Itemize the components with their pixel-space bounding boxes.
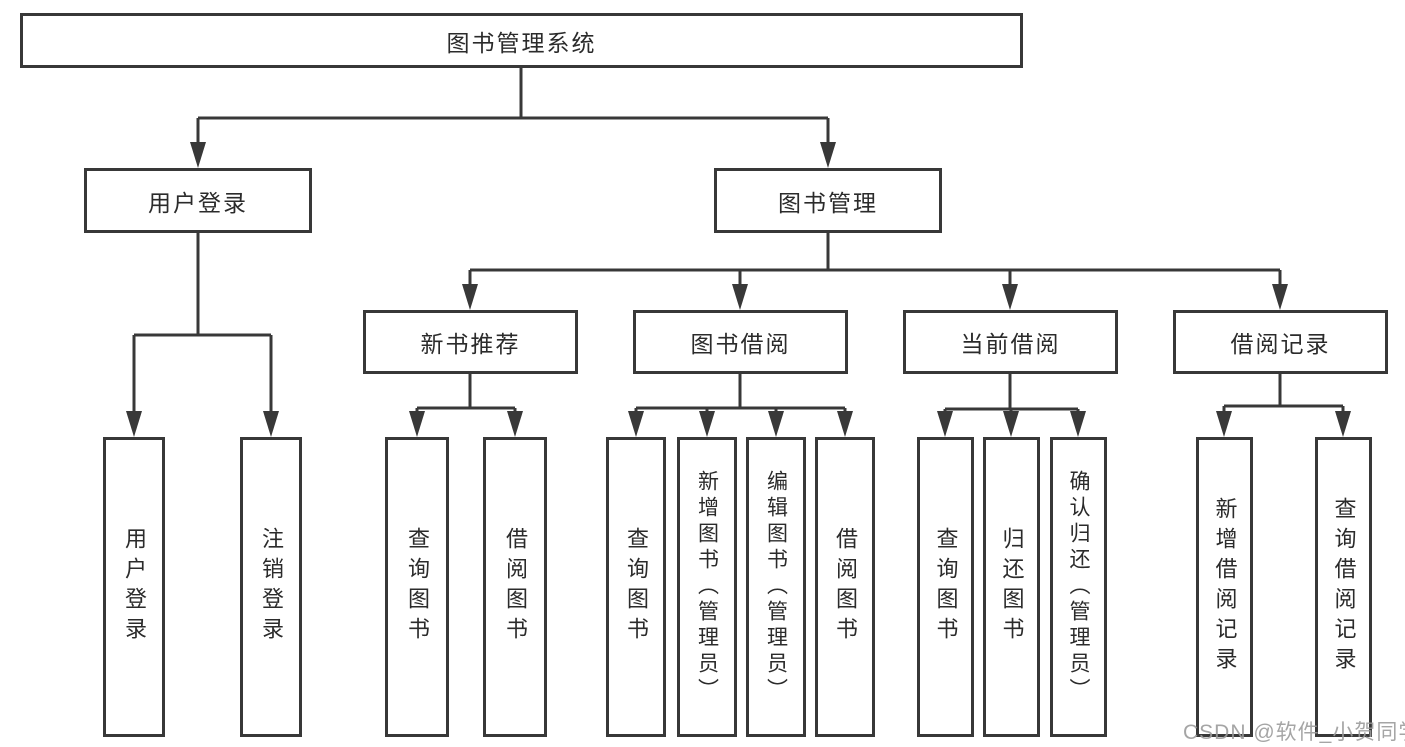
leaf-borrow-books: 借阅图书 <box>815 437 875 737</box>
node-borrowing-records: 借阅记录 <box>1173 310 1388 374</box>
node-new-book-recommend: 新书推荐 <box>363 310 578 374</box>
node-book-borrowing: 图书借阅 <box>633 310 848 374</box>
leaf-add-borrow-record: 新增借阅记录 <box>1196 437 1253 737</box>
node-current-borrowing: 当前借阅 <box>903 310 1118 374</box>
leaf-query-books-current: 查询图书 <box>917 437 974 737</box>
node-root: 图书管理系统 <box>20 13 1023 68</box>
leaf-logout: 注销登录 <box>240 437 302 737</box>
leaf-user-login: 用户登录 <box>103 437 165 737</box>
leaf-borrow-books-recommend: 借阅图书 <box>483 437 547 737</box>
leaf-confirm-return-admin: 确认归还（管理员） <box>1050 437 1107 737</box>
csdn-watermark: CSDN @软件_小贺同学 <box>1183 721 1405 744</box>
node-user-login: 用户登录 <box>84 168 312 233</box>
arrowheads <box>126 142 1351 437</box>
leaf-add-book-admin: 新增图书（管理员） <box>677 437 737 737</box>
leaf-return-books: 归还图书 <box>983 437 1040 737</box>
leaf-edit-book-admin: 编辑图书（管理员） <box>746 437 806 737</box>
node-book-management: 图书管理 <box>714 168 942 233</box>
leaf-query-borrow-record: 查询借阅记录 <box>1315 437 1372 737</box>
leaf-query-books-recommend: 查询图书 <box>385 437 449 737</box>
leaf-query-books-borrow: 查询图书 <box>606 437 666 737</box>
